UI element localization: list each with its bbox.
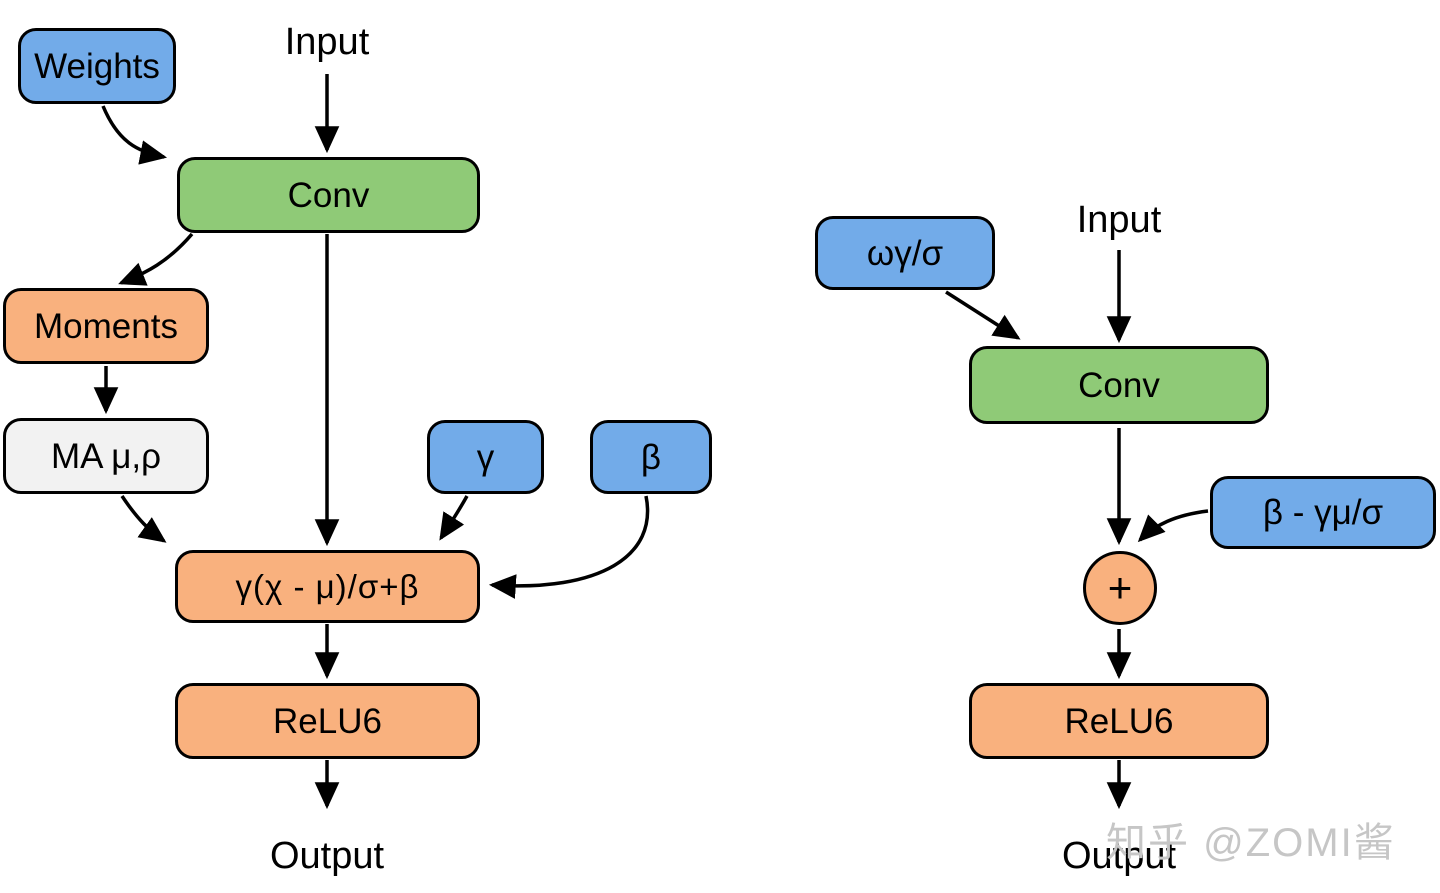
arrow-folded-weights-to-conv	[945, 290, 1021, 340]
conv-node-right: Conv	[969, 346, 1269, 424]
beta-node: β	[590, 420, 712, 494]
watermark: 知乎 @ZOMI酱	[1106, 821, 1396, 865]
conv-node-left: Conv	[177, 157, 480, 233]
bn-formula-node: γ(χ - μ)/σ+β	[175, 550, 480, 623]
input-label-right: Input	[1076, 199, 1162, 241]
output-label-right: Output	[1061, 835, 1177, 877]
folded-weights-node: ωγ/σ	[815, 216, 995, 290]
moving-average-node: MA μ,ρ	[3, 418, 209, 494]
arrow-weights-to-conv	[101, 105, 168, 165]
folded-bias-node: β - γμ/σ	[1210, 476, 1436, 549]
arrow-folded-bias-to-add	[1137, 509, 1209, 543]
output-label-left: Output	[269, 835, 385, 877]
input-label-left: Input	[284, 21, 370, 63]
relu6-node-left: ReLU6	[175, 683, 480, 759]
arrow-beta-to-formula	[488, 495, 650, 599]
weights-node: Weights	[18, 28, 176, 104]
gamma-node: γ	[427, 420, 544, 494]
relu6-node-right: ReLU6	[969, 683, 1269, 759]
arrow-ma-to-formula	[120, 495, 167, 543]
add-node: +	[1083, 551, 1157, 625]
arrow-conv-to-moments	[118, 232, 194, 286]
moments-node: Moments	[3, 288, 209, 364]
arrow-gamma-to-formula	[439, 495, 469, 541]
